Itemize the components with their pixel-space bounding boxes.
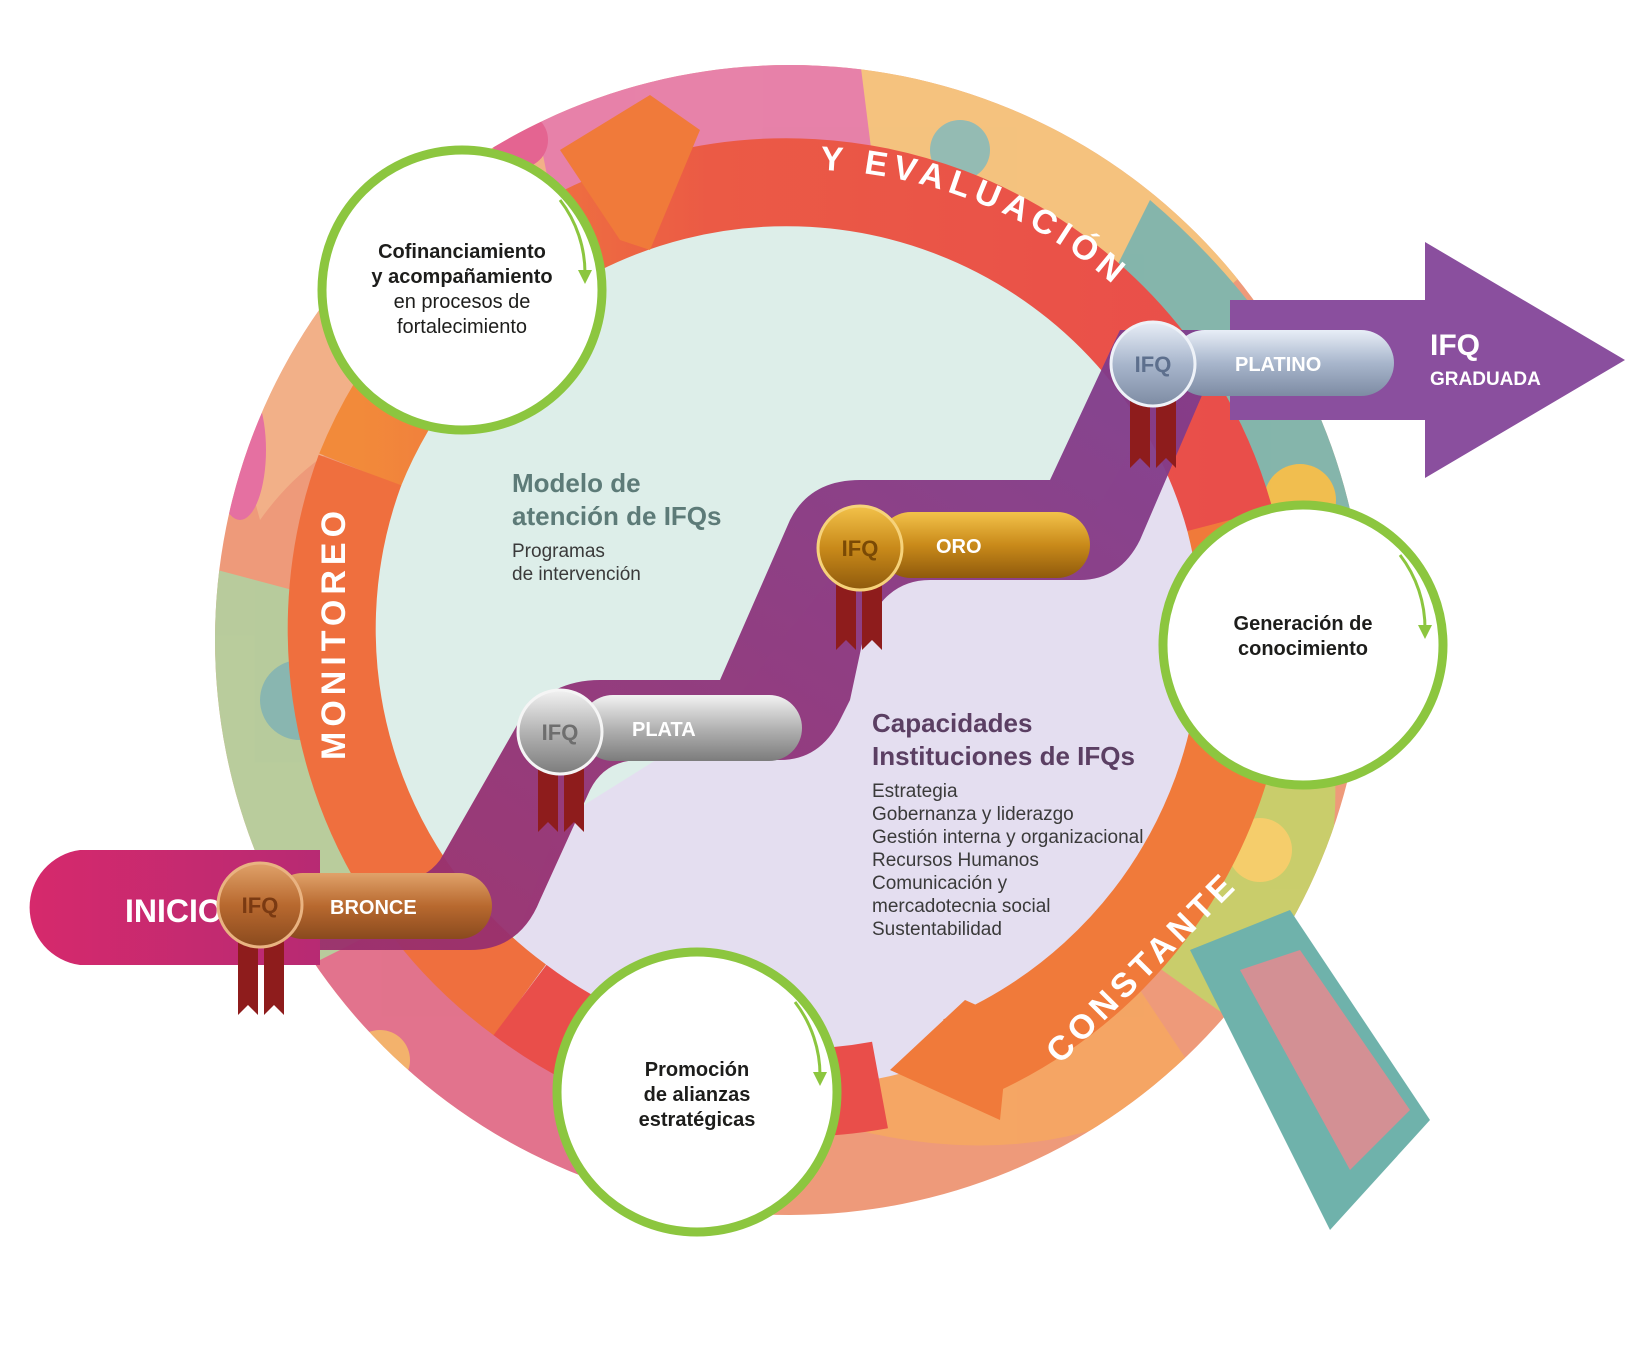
ring-label-left: MONITOREO <box>315 506 353 760</box>
capacidades-item: mercadotecnia social <box>872 896 1051 917</box>
step-generacion-line1: Generación de <box>1233 613 1373 635</box>
step-circle-promocion <box>552 947 842 1237</box>
capacidades-title-line2: Instituciones de IFQs <box>872 741 1135 771</box>
step-cofinanciamiento-line3: en procesos de <box>393 291 531 313</box>
modelo-sub-line1: Programas <box>512 541 605 562</box>
graduada-line1: IFQ <box>1430 329 1480 362</box>
step-cofinanciamiento-line2: y acompañamiento <box>371 266 553 288</box>
level-plata-label: PLATA <box>632 719 696 741</box>
capacidades-title: Capacidades Instituciones de IFQs <box>872 707 1135 773</box>
medal-platino-icon <box>1109 320 1197 408</box>
medal-plata-icon <box>516 688 604 776</box>
step-promocion-line1: Promoción <box>644 1059 750 1081</box>
step-cofinanciamiento-text: Cofinanciamiento y acompañamiento en pro… <box>342 240 582 340</box>
medal-bronce-icon <box>216 861 304 949</box>
step-generacion-line2: conocimiento <box>1237 638 1368 660</box>
step-promocion-line3: estratégicas <box>638 1109 756 1131</box>
capacidades-item: Gestión interna y organizacional <box>872 827 1144 848</box>
graduada-arrow: IFQ GRADUADA <box>1230 242 1625 478</box>
level-oro-label: ORO <box>936 536 982 558</box>
level-staircase <box>260 330 1230 950</box>
step-cofinanciamiento-line4: fortalecimiento <box>396 316 528 338</box>
medal-oro-text: IFQ <box>842 536 879 561</box>
capacidades-item: Estrategia <box>872 781 958 802</box>
capacidades-item: Gobernanza y liderazgo <box>872 804 1074 825</box>
step-circle-generacion <box>1158 500 1448 790</box>
cycle-arrowhead-top <box>560 95 700 250</box>
level-platino-label: PLATINO <box>1235 354 1321 376</box>
medal-plata-text: IFQ <box>542 720 579 745</box>
graduada-line2: GRADUADA <box>1430 369 1541 390</box>
step-promocion-line2: de alianzas <box>643 1084 751 1106</box>
capacidades-list: Estrategia Gobernanza y liderazgo Gestió… <box>872 780 1143 941</box>
step-cofinanciamiento-line1: Cofinanciamiento <box>378 241 546 263</box>
level-platino: PLATINO IFQ <box>1109 320 1394 468</box>
medal-platino-text: IFQ <box>1135 352 1172 377</box>
cycle-arrowhead-bottom <box>890 1000 1010 1120</box>
level-bronce: BRONCE IFQ <box>216 861 492 1015</box>
capacidades-item: Recursos Humanos <box>872 850 1039 871</box>
inicio-label: INICIO <box>125 893 223 929</box>
level-oro: ORO IFQ <box>816 504 1090 650</box>
level-bronce-label: BRONCE <box>330 897 417 919</box>
step-circle-cofinanciamiento <box>317 145 607 435</box>
modelo-title-line1: Modelo de <box>512 468 641 498</box>
modelo-title: Modelo de atención de IFQs <box>512 467 722 533</box>
level-plata: PLATA IFQ <box>516 688 802 832</box>
step-promocion-text: Promoción de alianzas estratégicas <box>577 1058 817 1133</box>
modelo-title-line2: atención de IFQs <box>512 501 722 531</box>
capacidades-item: Sustentabilidad <box>872 919 1002 940</box>
capacidades-title-line1: Capacidades <box>872 708 1033 738</box>
modelo-sub-line2: de intervención <box>512 564 641 585</box>
modelo-subtitle: Programas de intervención <box>512 540 641 586</box>
step-generacion-text: Generación de conocimiento <box>1183 612 1423 662</box>
capacidades-item: Comunicación y <box>872 873 1008 894</box>
medal-bronce-text: IFQ <box>242 893 279 918</box>
medal-oro-icon <box>816 504 904 592</box>
